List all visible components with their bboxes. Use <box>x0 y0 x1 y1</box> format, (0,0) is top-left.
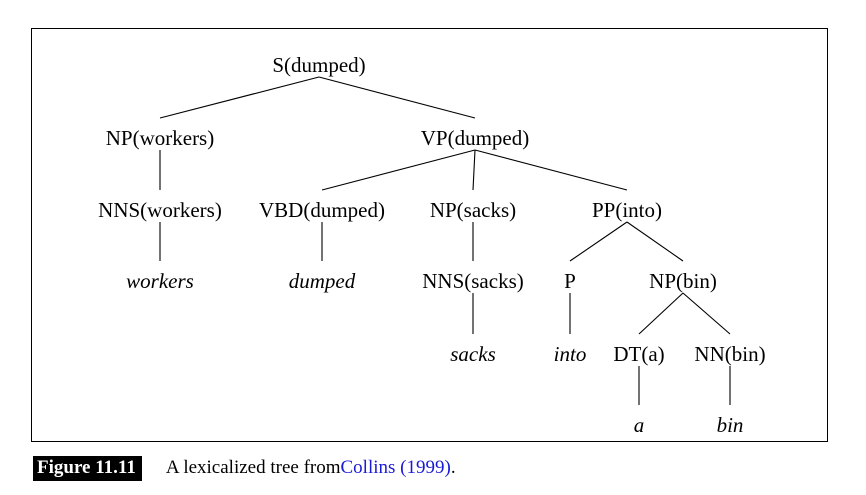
tree-node-s: S(dumped) <box>272 53 365 77</box>
tree-edge-VP-VBD <box>321 149 476 191</box>
tree-leaf-w_sacks: sacks <box>450 342 496 366</box>
parse-tree: S(dumped) NP(workers) VP(dumped) NNS(worker… <box>98 53 765 437</box>
tree-node-np1: NP(workers) <box>106 126 214 150</box>
tree-leaf-w_dumped: dumped <box>289 269 356 293</box>
tree-node-p: P <box>564 269 576 293</box>
tree-edge-PP-P <box>569 221 628 262</box>
tree-node-nns2: NNS(sacks) <box>422 269 523 293</box>
tree-edge-PP-NP3 <box>626 221 684 262</box>
tree-node-np2: NP(sacks) <box>430 198 516 222</box>
figure-frame: S(dumped) NP(workers) VP(dumped) NNS(worker… <box>31 28 828 442</box>
caption-end: . <box>450 457 456 478</box>
tree-node-np3: NP(bin) <box>649 269 717 293</box>
figure-label: Figure 11.11 <box>33 455 142 481</box>
tree-leaf-w_a: a <box>634 413 645 437</box>
tree-leaf-w_bin: bin <box>717 413 744 437</box>
tree-edge-VP-NP2 <box>472 149 476 191</box>
tree-node-dt: DT(a) <box>613 342 664 366</box>
figure-caption: Figure 11.11 A lexicalized tree from Col… <box>33 455 456 481</box>
tree-node-vbd: VBD(dumped) <box>259 198 385 222</box>
tree-node-pp: PP(into) <box>592 198 662 222</box>
tree-edge-S-VP <box>318 76 476 119</box>
tree-node-nn: NN(bin) <box>694 342 765 366</box>
caption-text: A lexicalized tree from <box>165 457 341 478</box>
tree-edge-VP-PP <box>474 149 628 191</box>
tree-edge-NP3-DT <box>638 292 684 335</box>
tree-edge-NP3-NN <box>682 292 731 335</box>
tree-edge-S-NP1 <box>159 76 320 119</box>
tree-node-nns1: NNS(workers) <box>98 198 222 222</box>
tree-node-vp: VP(dumped) <box>421 126 530 150</box>
tree-leaf-w_into: into <box>554 342 587 366</box>
tree-leaf-w_workers: workers <box>126 269 194 293</box>
citation-link[interactable]: Collins (1999) <box>340 457 451 478</box>
